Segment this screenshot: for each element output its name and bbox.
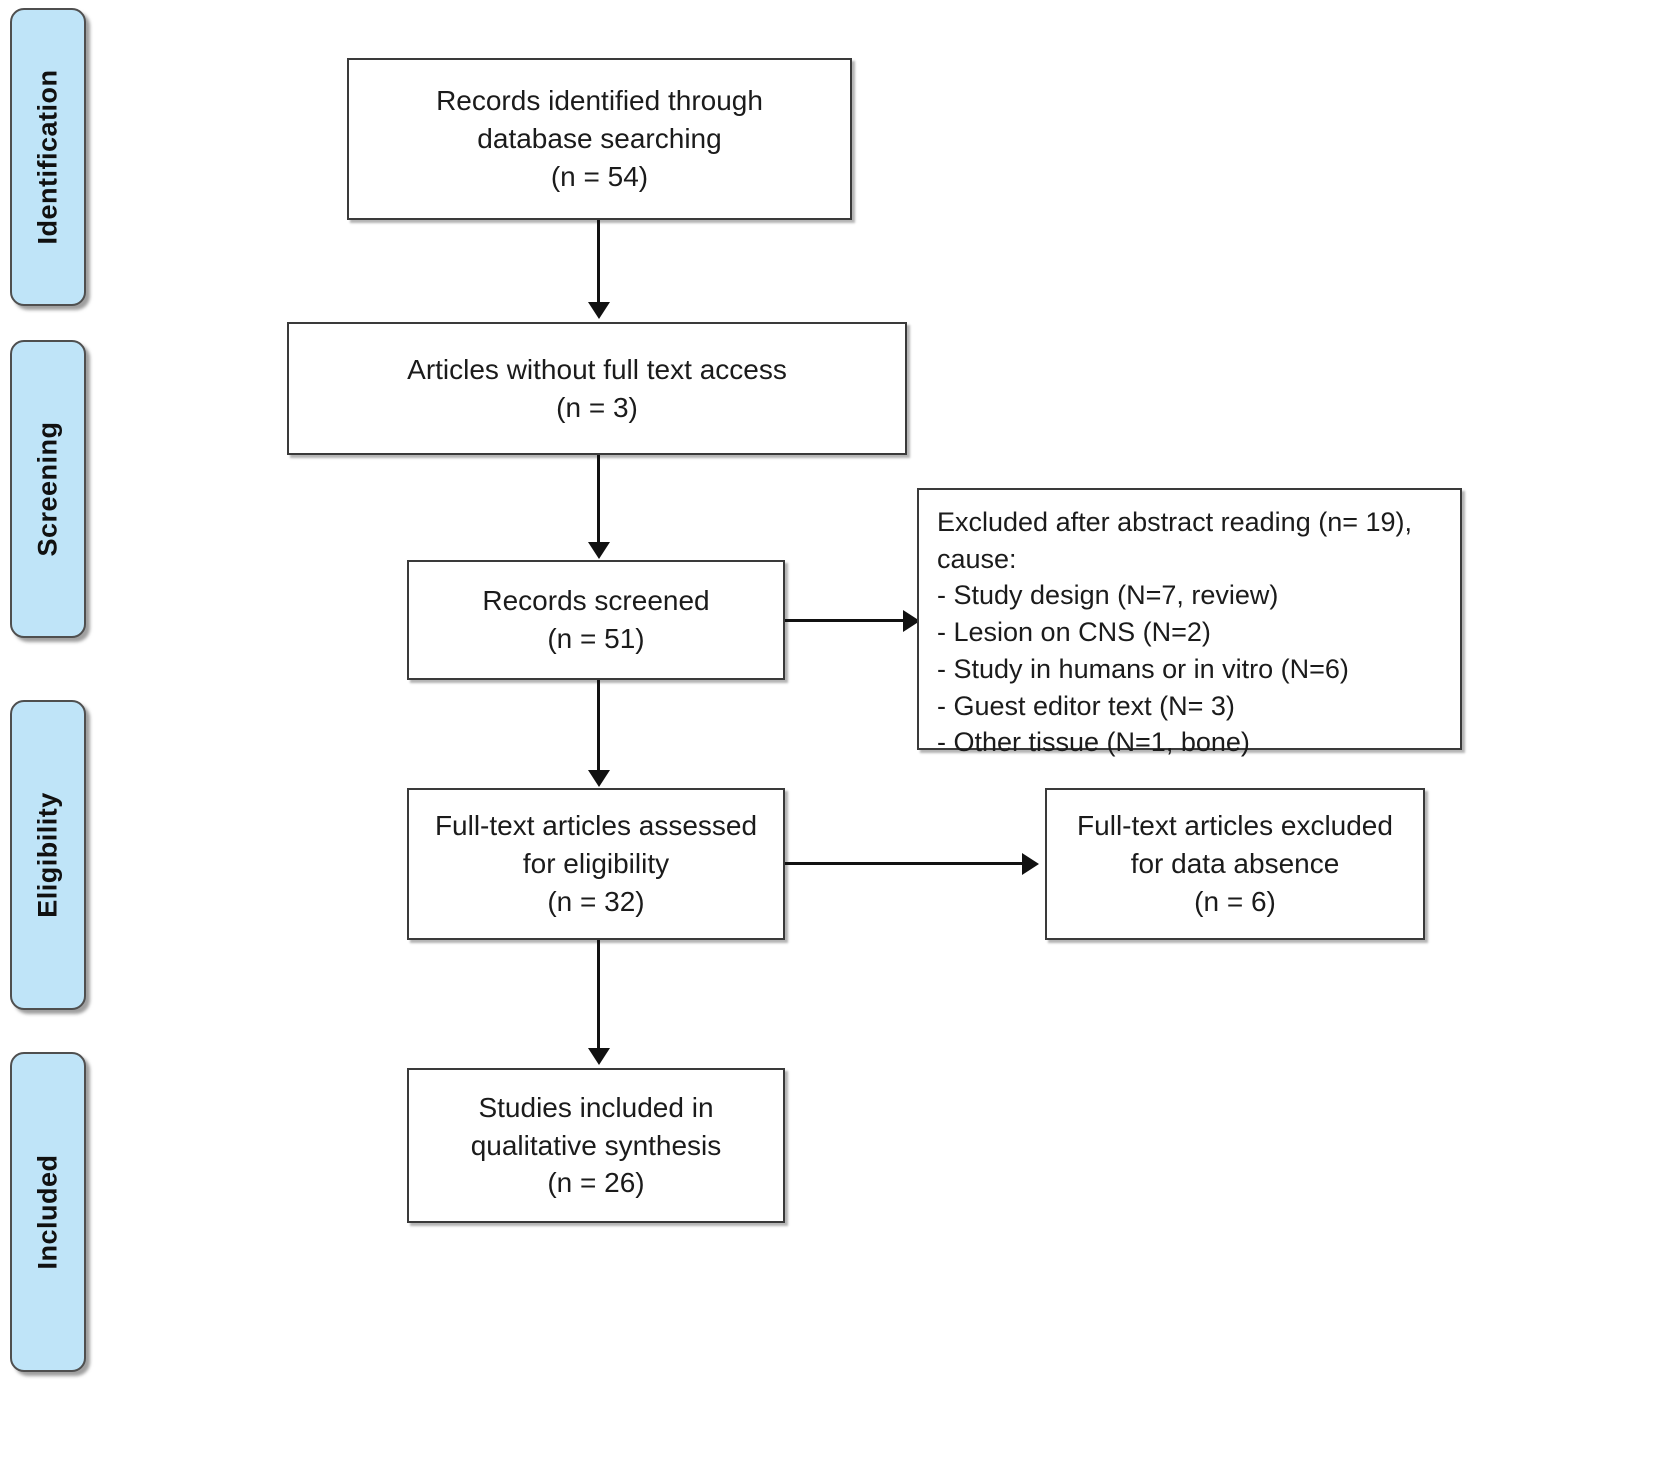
box-articles-without-full-text-text: Articles without full text access (n = 3…: [407, 353, 787, 423]
box-full-text-assessed: Full-text articles assessed for eligibil…: [407, 788, 785, 940]
box-full-text-assessed-text: Full-text articles assessed for eligibil…: [434, 810, 758, 917]
connector-screened-to-excluded: [785, 619, 907, 622]
box-full-text-excluded-text: Full-text articles excluded for data abs…: [1077, 810, 1393, 917]
box-records-identified: Records identified through database sear…: [347, 58, 852, 220]
stage-label-identification: Identification: [10, 8, 86, 306]
box-studies-included: Studies included in qualitative synthesi…: [407, 1068, 785, 1223]
arrow-screened-to-excluded: [903, 610, 920, 632]
connector-screened-to-fulltext: [597, 680, 600, 772]
box-records-screened: Records screened (n = 51): [407, 560, 785, 680]
arrow-nofulltext-to-screened: [588, 542, 610, 559]
box-full-text-excluded: Full-text articles excluded for data abs…: [1045, 788, 1425, 940]
box-studies-included-text: Studies included in qualitative synthesi…: [470, 1091, 722, 1199]
box-excluded-after-abstract: Excluded after abstract reading (n= 19),…: [917, 488, 1462, 757]
stage-label-identification-text: Identification: [32, 69, 63, 245]
box-records-screened-text: Records screened (n = 51): [482, 585, 710, 654]
stage-label-screening-text: Screening: [32, 421, 63, 557]
connector-identified-to-nofulltext: [597, 220, 600, 305]
stage-label-eligibility-text: Eligibility: [32, 792, 63, 918]
arrow-identified-to-nofulltext: [588, 302, 610, 319]
box-excluded-after-abstract-text: Excluded after abstract reading (n= 19),…: [937, 507, 1413, 758]
stage-label-included-text: Included: [32, 1154, 63, 1270]
connector-fulltext-to-included: [597, 940, 600, 1050]
connector-nofulltext-to-screened: [597, 455, 600, 545]
stage-label-included: Included: [10, 1052, 86, 1372]
stage-label-screening: Screening: [10, 340, 86, 638]
arrow-screened-to-fulltext: [588, 770, 610, 787]
arrow-fulltext-to-excluded: [1022, 853, 1039, 875]
box-records-identified-text: Records identified through database sear…: [436, 85, 763, 192]
stage-label-eligibility: Eligibility: [10, 700, 86, 1010]
connector-fulltext-to-excluded: [785, 862, 1025, 865]
box-articles-without-full-text: Articles without full text access (n = 3…: [287, 322, 907, 455]
arrow-fulltext-to-included: [588, 1048, 610, 1065]
